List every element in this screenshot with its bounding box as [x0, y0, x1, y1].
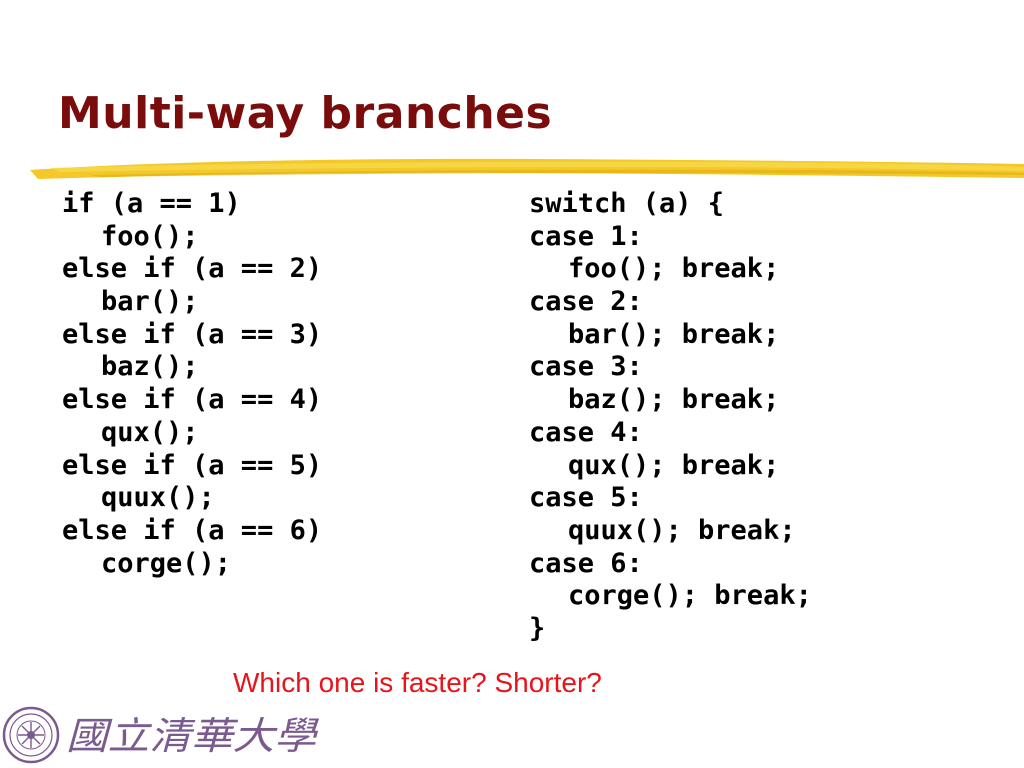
code-line: case 6:	[529, 547, 643, 579]
university-seal-icon	[2, 706, 60, 764]
university-logo: 國立清華大學	[2, 706, 319, 764]
code-line: case 3:	[529, 351, 643, 383]
code-line: foo();	[101, 220, 199, 252]
code-line: corge(); break;	[568, 580, 812, 612]
slide-title: Multi-way branches	[58, 88, 553, 139]
code-line: case 4:	[529, 416, 643, 448]
switch-code-block: switch (a) {case 1:foo(); break;case 2:b…	[529, 188, 812, 646]
code-line: switch (a) {	[529, 188, 725, 219]
code-line: bar();	[101, 286, 199, 318]
code-line: }	[529, 612, 546, 644]
code-line: if (a == 1)	[62, 188, 241, 219]
code-line: qux(); break;	[568, 449, 780, 481]
if-else-code-block: if (a == 1)foo();else if (a == 2)bar();e…	[62, 188, 322, 580]
code-line: quux();	[101, 482, 215, 514]
code-line: quux(); break;	[568, 514, 796, 546]
code-line: else if (a == 6)	[62, 514, 323, 546]
code-line: baz(); break;	[568, 384, 780, 416]
code-line: foo(); break;	[568, 253, 780, 285]
code-line: bar(); break;	[568, 318, 780, 350]
code-line: else if (a == 3)	[62, 318, 323, 350]
title-underline-brush	[30, 158, 1024, 179]
code-line: case 2:	[529, 286, 643, 318]
code-line: baz();	[101, 351, 199, 383]
code-line: case 1:	[529, 220, 643, 252]
code-line: case 5:	[529, 482, 643, 514]
code-line: else if (a == 2)	[62, 253, 323, 285]
code-line: else if (a == 5)	[62, 449, 323, 481]
code-line: else if (a == 4)	[62, 384, 323, 416]
code-line: qux();	[101, 416, 199, 448]
university-name-calligraphy: 國立清華大學	[66, 714, 319, 758]
question-text: Which one is faster? Shorter?	[233, 667, 602, 698]
code-line: corge();	[101, 547, 232, 579]
